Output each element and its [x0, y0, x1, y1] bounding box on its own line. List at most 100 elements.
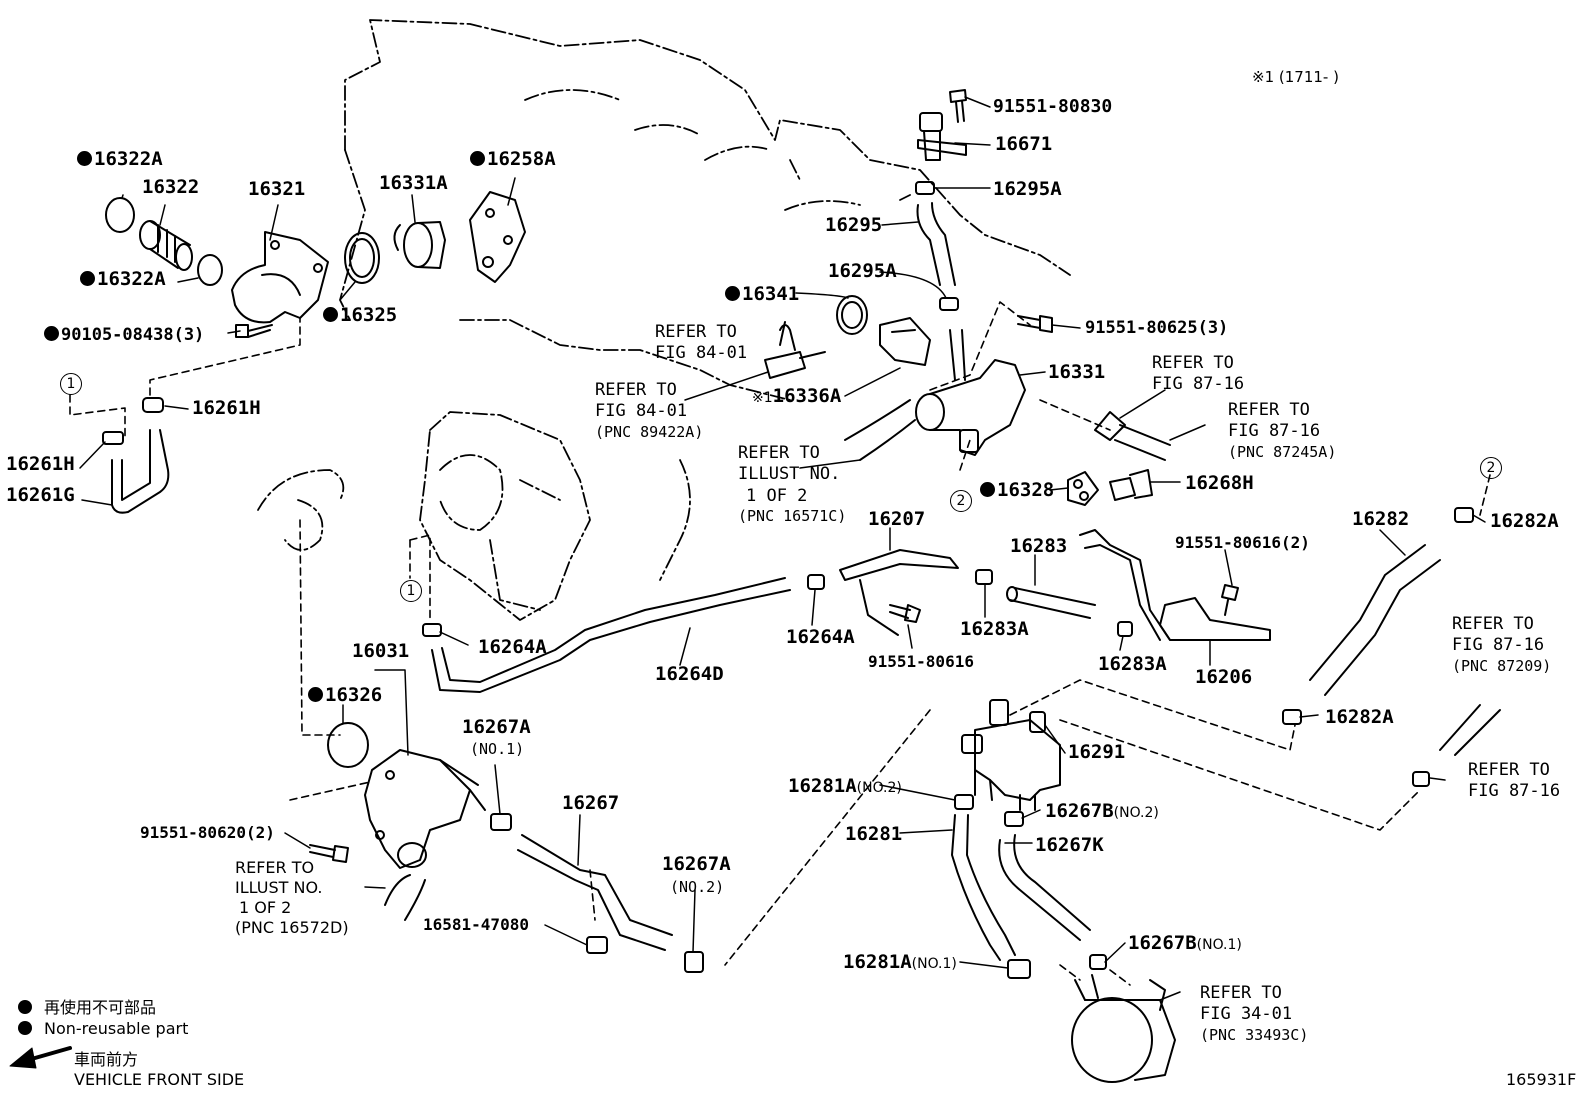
leader-lines — [79, 96, 1486, 1001]
part-label-16321: 16321 — [248, 178, 306, 200]
part-label-16283A-left: 16283A — [960, 618, 1029, 640]
clip-16267A-no2 — [684, 951, 704, 973]
pipe-16206 — [1079, 529, 1171, 641]
part-label-16261H-left: 16261H — [6, 453, 75, 475]
hose-16283 — [1009, 587, 1096, 619]
clip-87-16 — [1412, 771, 1430, 787]
transaxle-outline — [257, 411, 691, 621]
part-label-90105-08438: 90105-08438(3) — [44, 326, 204, 344]
part-label-16261G: 16261G — [6, 484, 75, 506]
part-label-16281A-no1: 16281A(NO.1) — [843, 951, 957, 973]
part-label-91551-80830: 91551-80830 — [993, 96, 1113, 117]
boot-16322 — [139, 220, 193, 271]
clip-16261H-left — [102, 431, 124, 445]
pipe-16207 — [839, 549, 959, 636]
gasket-16258A — [469, 191, 526, 283]
part-label-16331: 16331 — [1048, 361, 1106, 383]
hose-87245A — [1094, 411, 1171, 461]
part-label-16264A-right: 16264A — [786, 626, 855, 648]
part-label-16322A-top: 16322A — [77, 150, 163, 169]
figure-code: 165931F — [1506, 1070, 1577, 1089]
part-label-91551-80625: 91551-80625(3) — [1085, 318, 1229, 338]
sensor-89422A — [764, 351, 826, 379]
part-label-16295A-top: 16295A — [993, 178, 1062, 200]
part-label-16295: 16295 — [825, 214, 883, 236]
hose-16267 — [517, 834, 673, 951]
hose-16264D — [431, 577, 791, 693]
part-label-16282: 16282 — [1352, 508, 1410, 530]
part-label-16267A-no2: 16267A — [662, 853, 731, 875]
gasket-16328 — [1067, 471, 1099, 506]
part-label-16267: 16267 — [562, 792, 620, 814]
part-label-16282A-bottom: 16282A — [1325, 706, 1394, 728]
connection-marker-1-center: 1 — [400, 580, 422, 602]
pipe-16671 — [917, 112, 967, 161]
bolt-91551-80616-2 — [1221, 584, 1239, 616]
part-label-16336A: ※116336A — [752, 385, 842, 407]
part-label-16267A-no1: 16267A — [462, 716, 531, 738]
hose-16571C — [844, 399, 916, 461]
part-label-16268H: 16268H — [1185, 472, 1254, 494]
part-label-16264D: 16264D — [655, 663, 724, 685]
part-label-16031: 16031 — [352, 640, 410, 662]
bolt-91551-80625 — [1017, 315, 1053, 333]
clip-16283A-right — [1117, 621, 1133, 637]
part-label-16283A-right: 16283A — [1098, 653, 1167, 675]
part-label-16267A-no1-sub: (NO.1) — [470, 740, 525, 758]
gasket-16341 — [836, 295, 868, 335]
o-ring-16322A-bottom — [197, 254, 223, 286]
vehicle-front-label-jp: 車両前方 — [74, 1050, 139, 1069]
part-label-16295A-mid: 16295A — [828, 260, 897, 282]
bolt-90105 — [235, 324, 273, 338]
vehicle-front-label-en: VEHICLE FRONT SIDE — [74, 1070, 245, 1089]
connection-marker-2-right: 2 — [1480, 457, 1502, 479]
union-16291 — [961, 699, 1061, 811]
part-label-16267K: 16267K — [1035, 834, 1104, 856]
part-label-16267B-no2: 16267B(NO.2) — [1045, 800, 1159, 822]
clip-16267B-no1 — [1089, 954, 1107, 970]
part-label-16282A-top: 16282A — [1490, 510, 1559, 532]
part-label-16328: 16328 — [980, 481, 1054, 500]
gasket-16325 — [344, 232, 380, 284]
o-ring-16322A-top — [105, 197, 135, 233]
part-label-16326: 16326 — [308, 686, 382, 705]
part-label-16267B-no1: 16267B(NO.1) — [1128, 932, 1242, 954]
legend-non-reusable-jp: 再使用不可部品 — [18, 994, 156, 1018]
hose-16281 — [951, 814, 1016, 961]
clip-16267B-no2 — [1004, 811, 1024, 827]
oil-cooler-33493C — [1071, 974, 1176, 1083]
legend-non-reusable-en: Non-reusable part — [18, 1019, 188, 1038]
part-label-16331A: 16331A — [379, 172, 448, 194]
part-label-16264A-left: 16264A — [478, 636, 547, 658]
hose-87209 — [1439, 704, 1501, 756]
vehicle-front-arrow — [9, 1046, 72, 1069]
clip-16283A-left — [975, 569, 993, 585]
part-label-16291: 16291 — [1068, 741, 1126, 763]
clip-16264A-right — [807, 574, 825, 590]
clip-16295A-mid — [939, 297, 959, 311]
clip-16261H-right — [142, 397, 164, 413]
part-label-16322: 16322 — [142, 176, 200, 198]
clip-16282A-top — [1454, 507, 1474, 523]
plug-16268H — [1109, 469, 1153, 501]
bolt-91551-80620 — [309, 844, 349, 863]
thermostat-16331A — [393, 221, 446, 269]
clip-16282A-bottom — [1282, 709, 1302, 725]
part-label-16325: 16325 — [323, 306, 397, 325]
clip-16267A-no1 — [490, 813, 512, 831]
part-label-16322A-bottom: 16322A — [80, 270, 166, 289]
water-outlet-16331 — [915, 329, 1026, 456]
bolt-91551-80616 — [889, 604, 921, 623]
part-label-16281A-no2: 16281A(NO.2) — [788, 775, 902, 797]
hose-16267K — [998, 834, 1091, 941]
hose-16572D — [384, 874, 426, 921]
clip-16295A-top — [915, 181, 935, 195]
